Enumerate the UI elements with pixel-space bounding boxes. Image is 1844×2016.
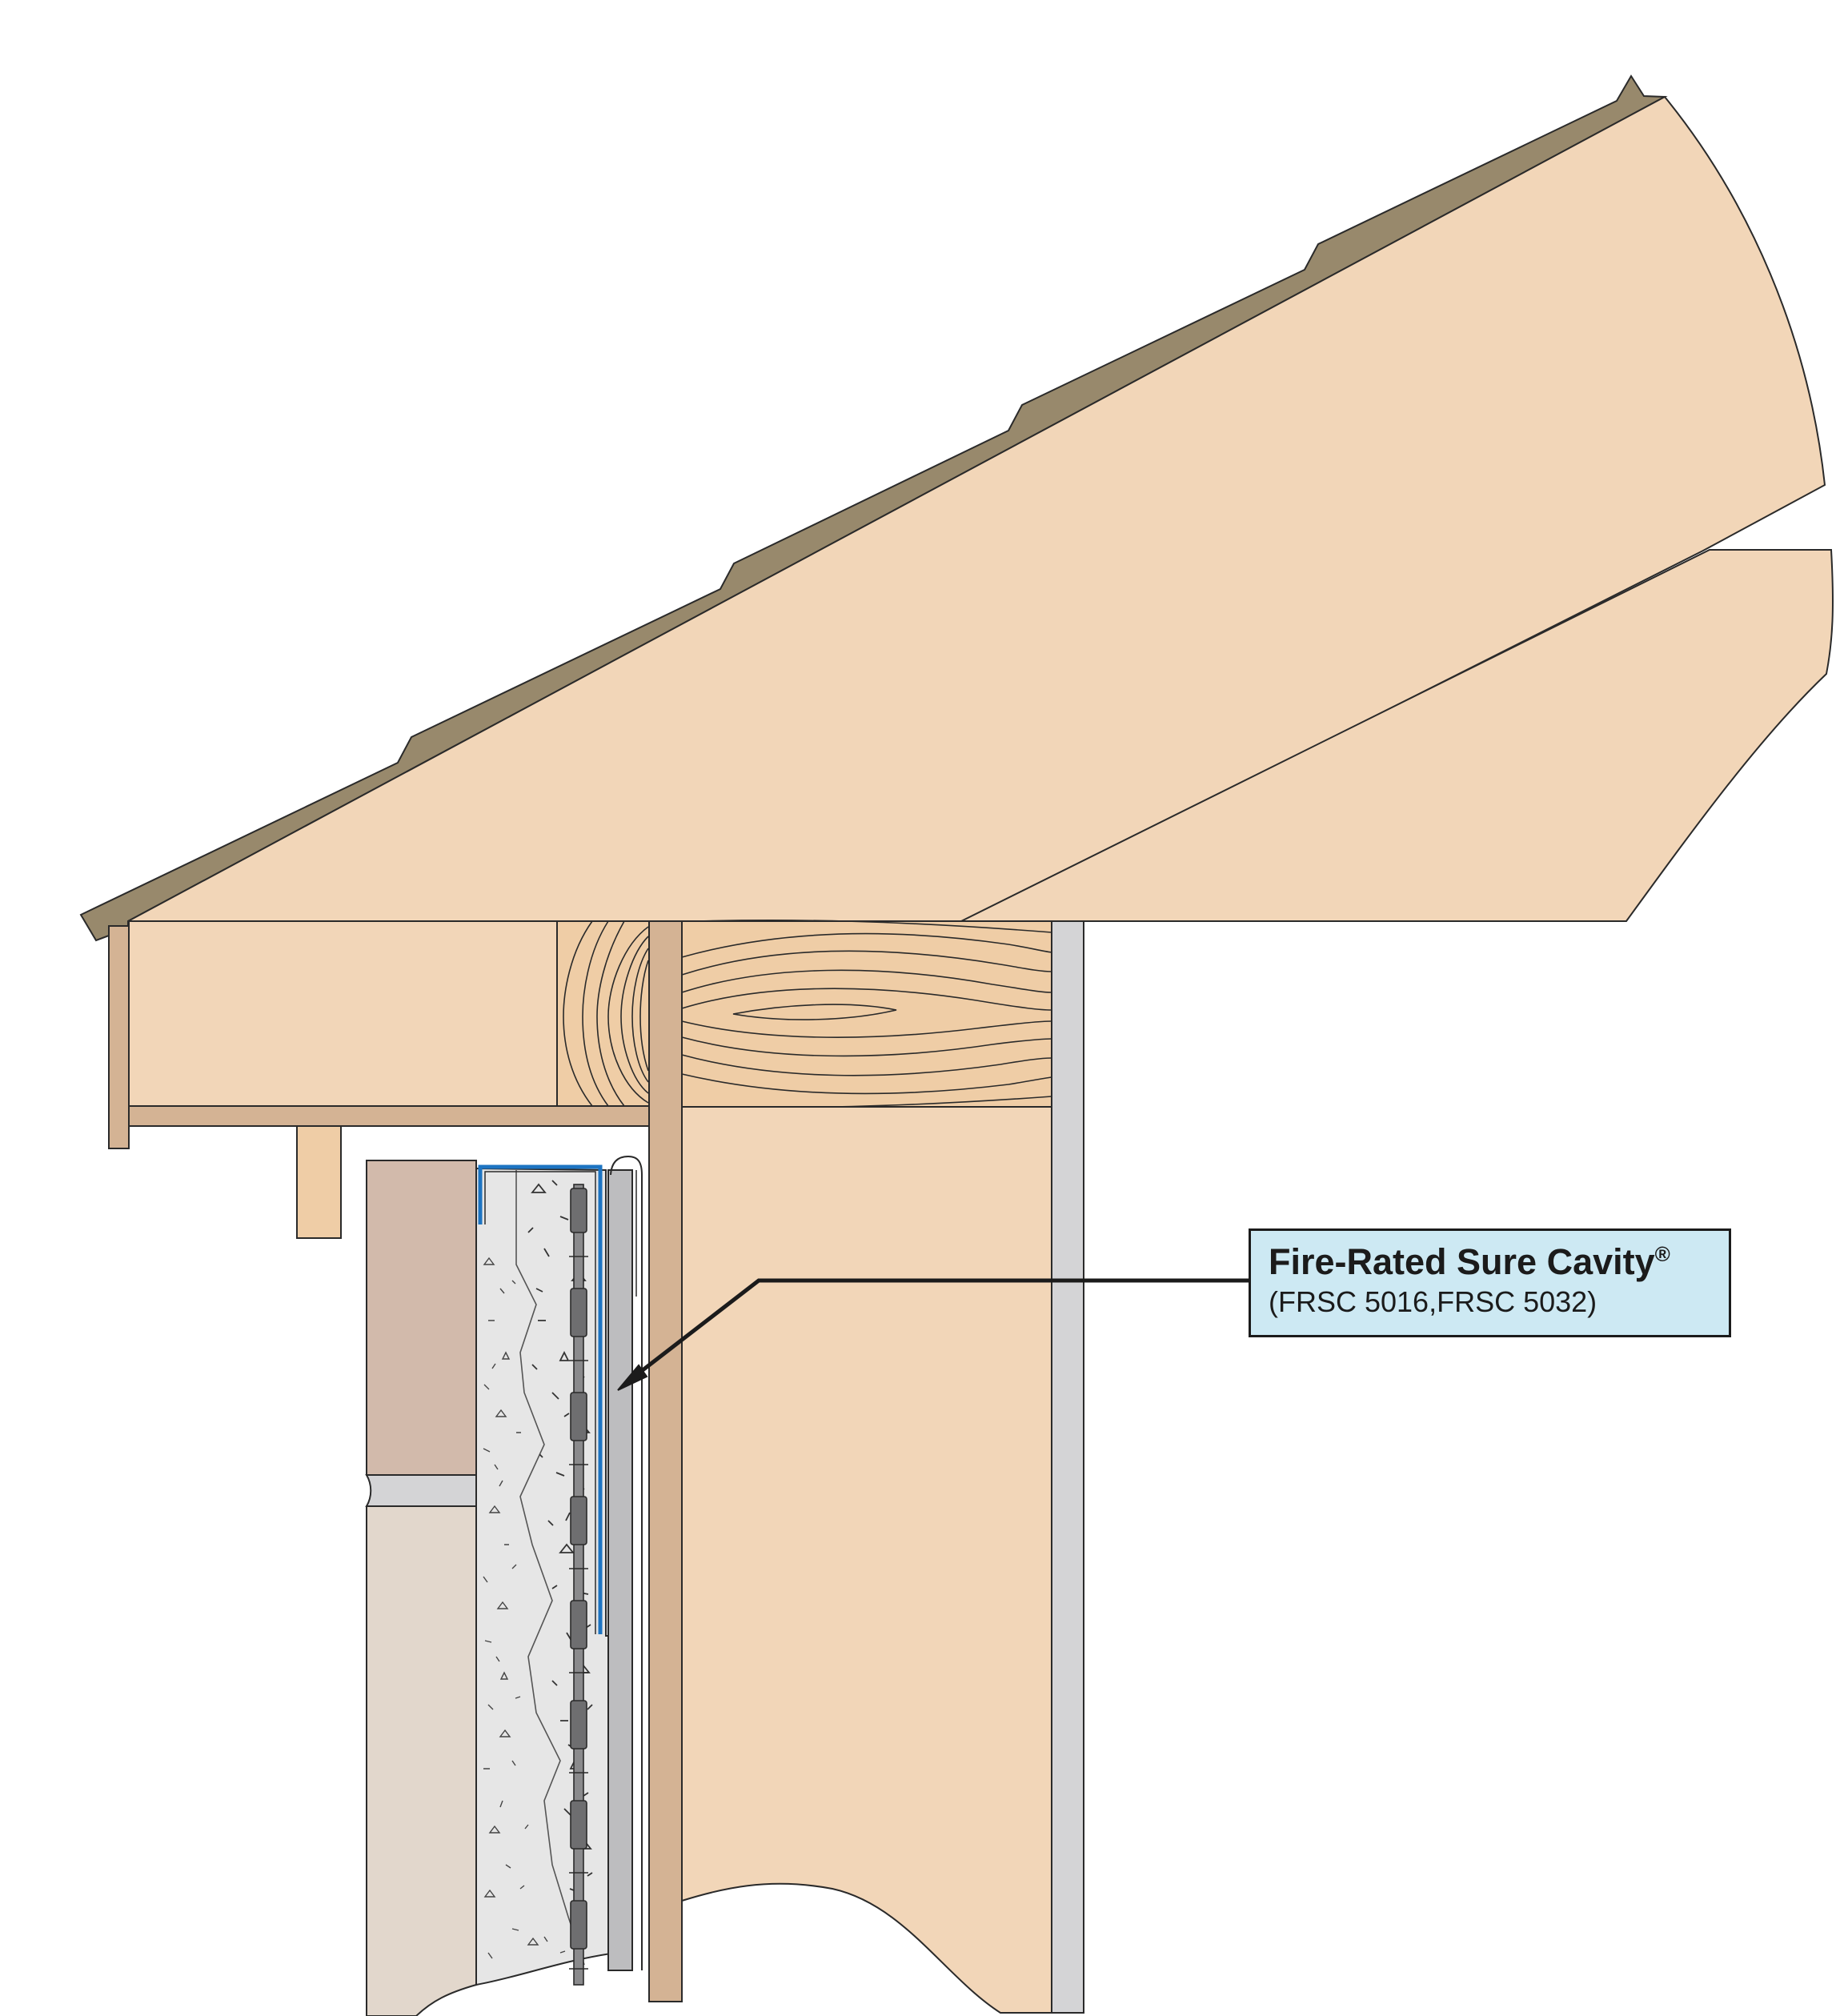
mortar-joint	[365, 1474, 477, 1507]
product-callout-box: Fire-Rated Sure Cavity® (FRSC 5016,FRSC …	[1249, 1228, 1731, 1337]
wall-stud	[681, 1106, 1052, 2014]
blue-membrane	[478, 1164, 603, 1634]
end-grain-rings-plate	[681, 920, 1052, 1108]
wall-tie	[569, 1184, 588, 1986]
brick-upper	[366, 1160, 477, 1476]
eaves-timber	[128, 920, 558, 1107]
soffit-batten	[296, 1125, 342, 1239]
sheathing-board	[648, 920, 683, 2002]
fascia-board	[108, 925, 130, 1149]
registered-trademark: ®	[1654, 1242, 1670, 1266]
callout-subtitle: (FRSC 5016,FRSC 5032)	[1269, 1285, 1597, 1318]
callout-title-text: Fire-Rated Sure Cavity	[1269, 1241, 1655, 1282]
leader-line	[631, 1278, 1249, 1380]
cavity-flashing	[610, 1155, 643, 1970]
leader-arrowhead	[617, 1364, 648, 1391]
brick-lower	[366, 1505, 477, 2016]
callout-title: Fire-Rated Sure Cavity®	[1269, 1240, 1711, 1284]
soffit-board	[128, 1105, 650, 1127]
end-grain-rings-left	[563, 920, 649, 1107]
lower-rafter	[960, 549, 1834, 922]
wall-top-plate	[681, 920, 1052, 1108]
insulation-boundary	[515, 1170, 585, 1966]
plasterboard-lining	[1051, 920, 1084, 2014]
upper-rafter	[127, 95, 1826, 922]
end-grain-block-left	[556, 920, 650, 1107]
fire-rated-sure-cavity-product	[607, 1169, 633, 1971]
